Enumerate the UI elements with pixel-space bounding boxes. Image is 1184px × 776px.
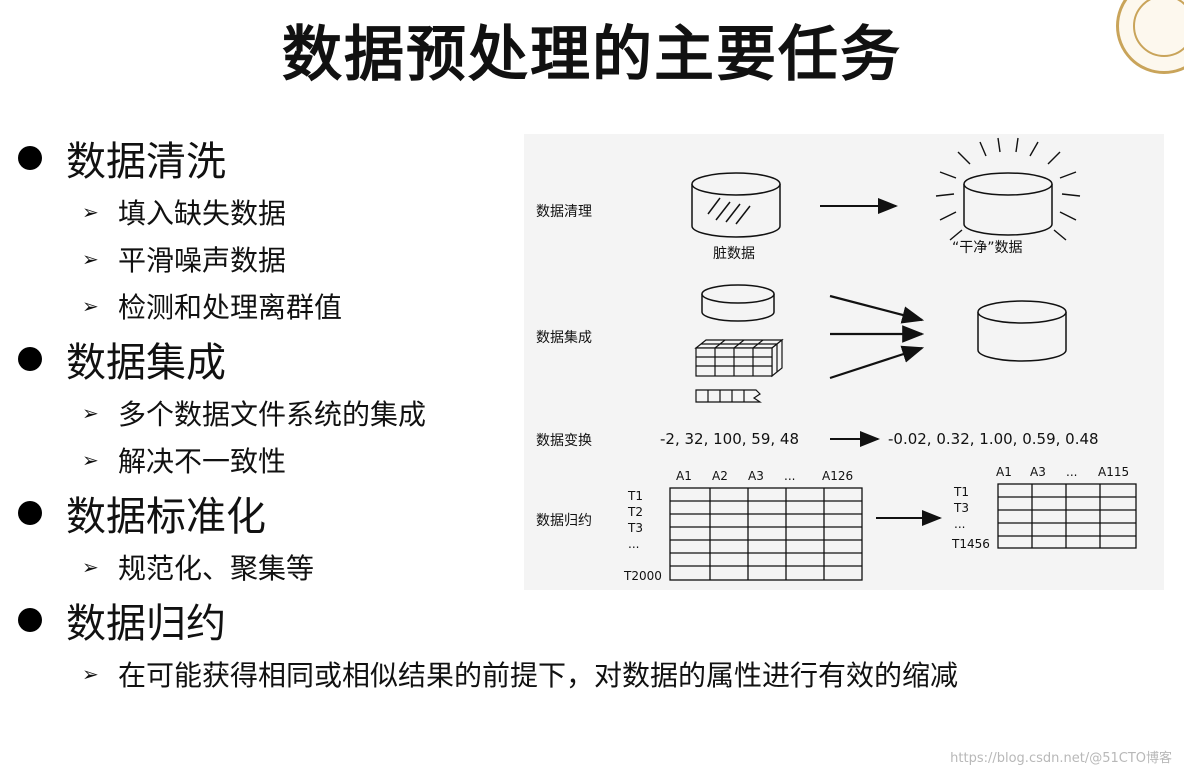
- section-label: 数据归约: [66, 601, 226, 647]
- table1-row: T3: [627, 521, 643, 535]
- bullet-item: 多个数据文件系统的集成: [118, 397, 427, 431]
- section-cleaning: 数据清洗 ➢ 填入缺失数据 ➢ 平滑噪声数据 ➢ 检测和处理离群值: [18, 128, 958, 329]
- flat-file-icon: [695, 389, 762, 403]
- bullet-item: 填入缺失数据: [118, 196, 287, 230]
- table2-row: ...: [954, 517, 965, 531]
- data-cube-icon: [694, 338, 784, 378]
- bullet-item: 检测和处理离群值: [118, 290, 343, 324]
- preprocessing-diagram: 数据清理 数据集成 数据变换 数据归约 脏数据: [524, 134, 1164, 590]
- arrow-bullet-icon: ➢: [82, 246, 99, 271]
- section-normalization: 数据标准化 ➢ 规范化、聚集等: [18, 483, 958, 590]
- bullet-dot-icon: [18, 146, 42, 170]
- transform-input-values: -2, 32, 100, 59, 48: [660, 430, 799, 448]
- dirty-data-label: 脏数据: [713, 246, 755, 262]
- table2-col: A1: [996, 465, 1012, 479]
- arrow-bullet-icon: ➢: [82, 447, 99, 472]
- bullet-item: 平滑噪声数据: [118, 243, 287, 277]
- row-label-cleaning: 数据清理: [536, 204, 592, 220]
- bullet-dot-icon: [18, 608, 42, 632]
- table2-row: T3: [953, 501, 969, 515]
- integrated-cylinder-icon: [977, 300, 1067, 362]
- arrow-bullet-icon: ➢: [82, 400, 99, 425]
- section-integration: 数据集成 ➢ 多个数据文件系统的集成 ➢ 解决不一致性: [18, 329, 958, 483]
- table2-row: T1: [953, 485, 969, 499]
- bullet-dot-icon: [18, 501, 42, 525]
- table2-grid: [997, 483, 1137, 549]
- dirty-data-cylinder-icon: [691, 172, 781, 238]
- slide-title: 数据预处理的主要任务: [282, 20, 902, 90]
- table1-grid: [669, 487, 863, 581]
- table2-col: A115: [1098, 465, 1129, 479]
- table1-col: ...: [784, 469, 795, 483]
- clean-data-cylinder-icon: [935, 137, 1081, 241]
- integration-arrows-icon: [829, 294, 925, 380]
- table1-col: A3: [748, 469, 764, 483]
- bullet-item: 规范化、聚集等: [118, 551, 315, 585]
- section-label: 数据清洗: [66, 139, 226, 185]
- section-reduction: 数据归约 ➢ 在可能获得相同或相似结果的前提下，对数据的属性进行有效的缩减: [18, 590, 958, 697]
- row-label-integration: 数据集成: [536, 329, 592, 346]
- table1-row: T2: [627, 505, 643, 519]
- bullet-item: 在可能获得相同或相似结果的前提下，对数据的属性进行有效的缩减: [118, 658, 959, 692]
- table1-col: A2: [712, 469, 728, 483]
- arrow-bullet-icon: ➢: [82, 293, 99, 318]
- watermark: https://blog.csdn.net/@51CTO博客: [950, 751, 1172, 766]
- source-cylinder-icon: [701, 284, 775, 322]
- section-label: 数据标准化: [66, 494, 266, 540]
- arrow-bullet-icon: ➢: [82, 661, 99, 686]
- table1-row: ...: [628, 537, 639, 551]
- arrow-bullet-icon: ➢: [82, 199, 99, 224]
- clean-data-label: “干净”数据: [952, 240, 1023, 256]
- row-label-reduction: 数据归约: [536, 512, 592, 529]
- table1-col: A1: [676, 469, 692, 483]
- table2-col: A3: [1030, 465, 1046, 479]
- arrow-bullet-icon: ➢: [82, 554, 99, 579]
- bullet-dot-icon: [18, 347, 42, 371]
- bullet-item: 解决不一致性: [118, 444, 287, 478]
- bullet-list: 数据清洗 ➢ 填入缺失数据 ➢ 平滑噪声数据 ➢ 检测和处理离群值 数据集成 ➢ 多个数…: [18, 128, 958, 697]
- table2-row: T1456: [951, 537, 990, 551]
- row-label-transform: 数据变换: [536, 432, 592, 449]
- section-label: 数据集成: [66, 340, 226, 386]
- table1-col: A126: [822, 469, 853, 483]
- table1-row: T2000: [623, 569, 662, 583]
- transform-output-values: -0.02, 0.32, 1.00, 0.59, 0.48: [888, 430, 1099, 448]
- table2-col: ...: [1066, 465, 1077, 479]
- table1-row: T1: [627, 489, 643, 503]
